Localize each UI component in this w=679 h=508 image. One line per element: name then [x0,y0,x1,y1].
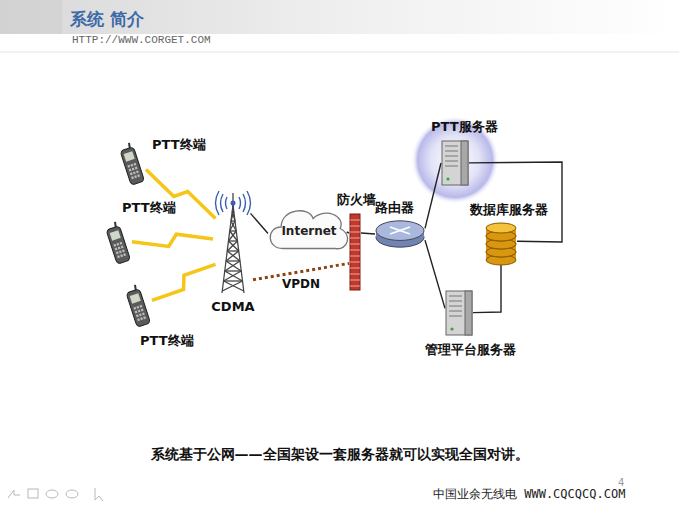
server-icon [445,290,473,336]
slide-title: 系统 简介 [70,8,144,31]
node-text: Internet [281,224,336,238]
radio-link [132,234,213,246]
page-number: 4 [618,477,624,488]
node-text-wrap: Internet [268,206,350,256]
phone-icon [124,285,152,329]
ptt-terminal: PTT终端 [104,222,132,266]
network-link [469,162,562,242]
node-label: 管理平台服务器 [425,342,516,357]
firewall-icon [349,214,361,290]
firewall: 防火墙 [349,214,361,290]
node-label: CDMA [211,299,254,314]
network-link [361,233,375,234]
network-link [251,213,269,233]
network-link [347,232,349,233]
ptt-terminal: PTT终端 [124,285,152,329]
node-label: PTT终端 [140,333,194,348]
caption: 系统基于公网——全国架设一套服务器就可以实现全国对讲。 [0,446,679,464]
header-band [0,0,679,34]
header-rule [0,52,679,53]
node-label: 数据库服务器 [470,202,548,217]
tower-icon [208,193,258,295]
url-text: HTTP://WWW.CORGET.COM [72,34,211,46]
network-link [425,240,445,308]
edge-label: VPDN [280,277,322,291]
router-icon [375,220,425,248]
radio-link [152,264,216,300]
phone-icon [118,143,146,187]
network-link [473,262,501,313]
db-icon [485,220,517,262]
node-label: PTT服务器 [431,119,498,134]
toolbar-icons [8,488,103,501]
ptt-server: PTT服务器 [441,140,469,186]
database-server: 数据库服务器 [485,220,517,262]
node-label: PTT终端 [152,137,206,152]
network-link [425,163,441,228]
watermark: 中国业余无线电 WWW.CQCQCQ.COM [433,486,625,503]
node-label: 防火墙 [337,192,376,207]
server-icon [441,140,469,186]
internet-cloud: Internet [268,206,350,256]
management-server: 管理平台服务器 [445,290,473,336]
cdma-tower: CDMA [208,193,258,295]
router: 路由器 [375,220,425,248]
node-label: PTT终端 [122,200,176,215]
ptt-terminal: PTT终端 [118,143,146,187]
phone-icon [104,222,132,266]
node-label: 路由器 [375,200,414,215]
server-glow [411,116,499,204]
header-block [0,0,62,34]
